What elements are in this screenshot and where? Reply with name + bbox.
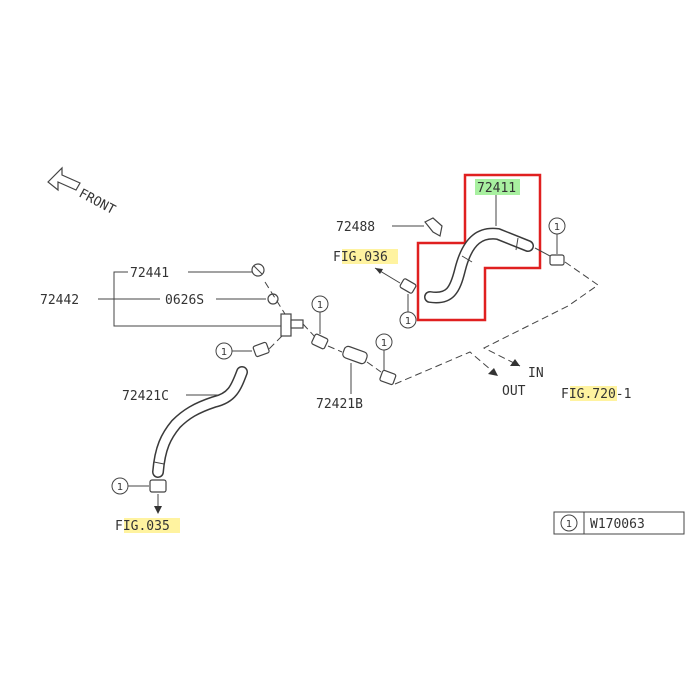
front-arrow: FRONT: [47, 166, 118, 218]
hose-72421b: [342, 345, 368, 365]
part-72411-label: 72411: [477, 181, 516, 196]
svg-text:FIG.720-1: FIG.720-1: [561, 387, 631, 402]
clamp-right: [549, 254, 565, 266]
callout-clamp-left: 1: [215, 342, 233, 360]
callout-clamp-center: 1: [311, 295, 329, 313]
part-72442-label: 72442: [40, 293, 79, 308]
fig-720-ref: FIG.720-1: [561, 386, 631, 402]
svg-text:1: 1: [405, 316, 411, 327]
legend-symbol: 1: [566, 519, 572, 530]
front-arrow-icon: [47, 166, 81, 192]
hose-end-right: [534, 247, 551, 257]
highlight-frame: [416, 173, 542, 322]
part-72421b-label: 72421B: [316, 397, 363, 412]
arrow-036-head: [375, 268, 383, 274]
clamp-center: [311, 333, 329, 350]
svg-text:1: 1: [221, 347, 227, 358]
out-label: OUT: [502, 384, 526, 399]
part-72441-label: 72441: [130, 266, 169, 281]
hose-72411: [424, 227, 534, 304]
route-out-dash: [394, 351, 499, 385]
part-72488-label: 72488: [336, 220, 375, 235]
svg-text:FIG.036: FIG.036: [333, 250, 388, 265]
fig-036-ref: FIG.036: [333, 249, 398, 265]
legend-box: 1 W170063: [553, 511, 685, 535]
callout-clamp-lower-right: 1: [375, 333, 393, 351]
svg-text:1: 1: [317, 300, 323, 311]
svg-text:1: 1: [554, 222, 560, 233]
highlight-72411: [475, 179, 520, 195]
callout-clamp-036: 1: [399, 311, 417, 329]
svg-text:FIG.035: FIG.035: [115, 519, 170, 534]
tee-joint: [280, 313, 292, 337]
svg-text:1: 1: [381, 338, 387, 349]
front-label: FRONT: [76, 186, 118, 218]
clamp-036: [399, 278, 417, 294]
fig-035-ref: FIG.035: [115, 518, 180, 534]
callout-clamp-right: 1: [548, 217, 566, 235]
callout-clamp-bottom: 1: [111, 477, 129, 495]
clamp-bottom: [149, 479, 167, 493]
svg-text:1: 1: [117, 482, 123, 493]
hose-72421c: [152, 366, 248, 478]
part-72421c-label: 72421C: [122, 389, 169, 404]
clip-72488: [424, 217, 443, 237]
clamp-left: [252, 341, 270, 358]
arrow-035-head: [154, 506, 162, 514]
clamp-lower-right: [379, 369, 397, 386]
arrow-out-head: [488, 368, 498, 376]
route-in-dash: [482, 261, 599, 367]
arrow-in-head: [510, 359, 520, 366]
in-label: IN: [528, 366, 544, 381]
legend-code: W170063: [590, 517, 645, 532]
part-0626s-label: 0626S: [165, 293, 204, 308]
